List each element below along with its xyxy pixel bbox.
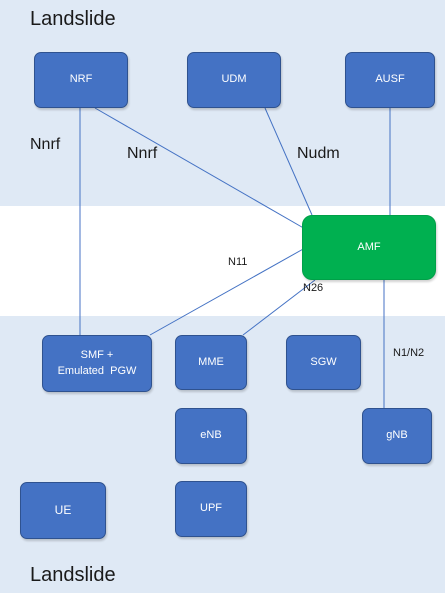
interface-label-n1-n2: N1/N2 (393, 347, 425, 359)
node-mme: MME (175, 335, 247, 390)
link-smf-amf (149, 247, 306, 336)
node-ue: UE (20, 482, 106, 539)
node-upf: UPF (175, 481, 247, 537)
node-ue-label: UE (54, 502, 72, 517)
node-enb-label: eNB (200, 429, 222, 442)
node-upf-label: UPF (200, 502, 222, 515)
interface-label-nudm: Nudm (297, 145, 340, 162)
interface-label-nnrf-diagonal: Nnrf (127, 145, 158, 162)
node-udm: UDM (187, 52, 281, 108)
node-smf-label-line1: SMF + (80, 348, 114, 361)
interface-label-n11: N11 (228, 256, 248, 268)
node-smf-label-line2: Emulated PGW (57, 364, 137, 377)
node-ausf: AUSF (345, 52, 435, 108)
region-title-top: Landslide (30, 8, 116, 30)
node-nrf-label: NRF (69, 73, 93, 86)
node-gnb-label: gNB (386, 429, 408, 442)
node-gnb: gNB (362, 408, 432, 464)
node-ausf-label: AUSF (375, 73, 405, 86)
node-enb: eNB (175, 408, 247, 464)
interface-label-nnrf-left: Nnrf (30, 136, 61, 153)
region-title-bottom: Landslide (30, 564, 116, 586)
node-udm-label: UDM (221, 73, 247, 86)
link-udm-amf (264, 107, 313, 216)
node-nrf: NRF (34, 52, 128, 108)
link-mme-amf (242, 279, 316, 336)
node-smf-pgw: SMF + Emulated PGW (42, 335, 152, 392)
node-mme-label: MME (198, 355, 224, 368)
interface-label-n26: N26 (303, 282, 324, 294)
link-nrf-amf (94, 107, 308, 231)
node-amf: AMF (302, 215, 436, 280)
node-sgw-label: SGW (310, 355, 337, 368)
node-sgw: SGW (286, 335, 361, 390)
node-amf-label: AMF (357, 240, 381, 253)
